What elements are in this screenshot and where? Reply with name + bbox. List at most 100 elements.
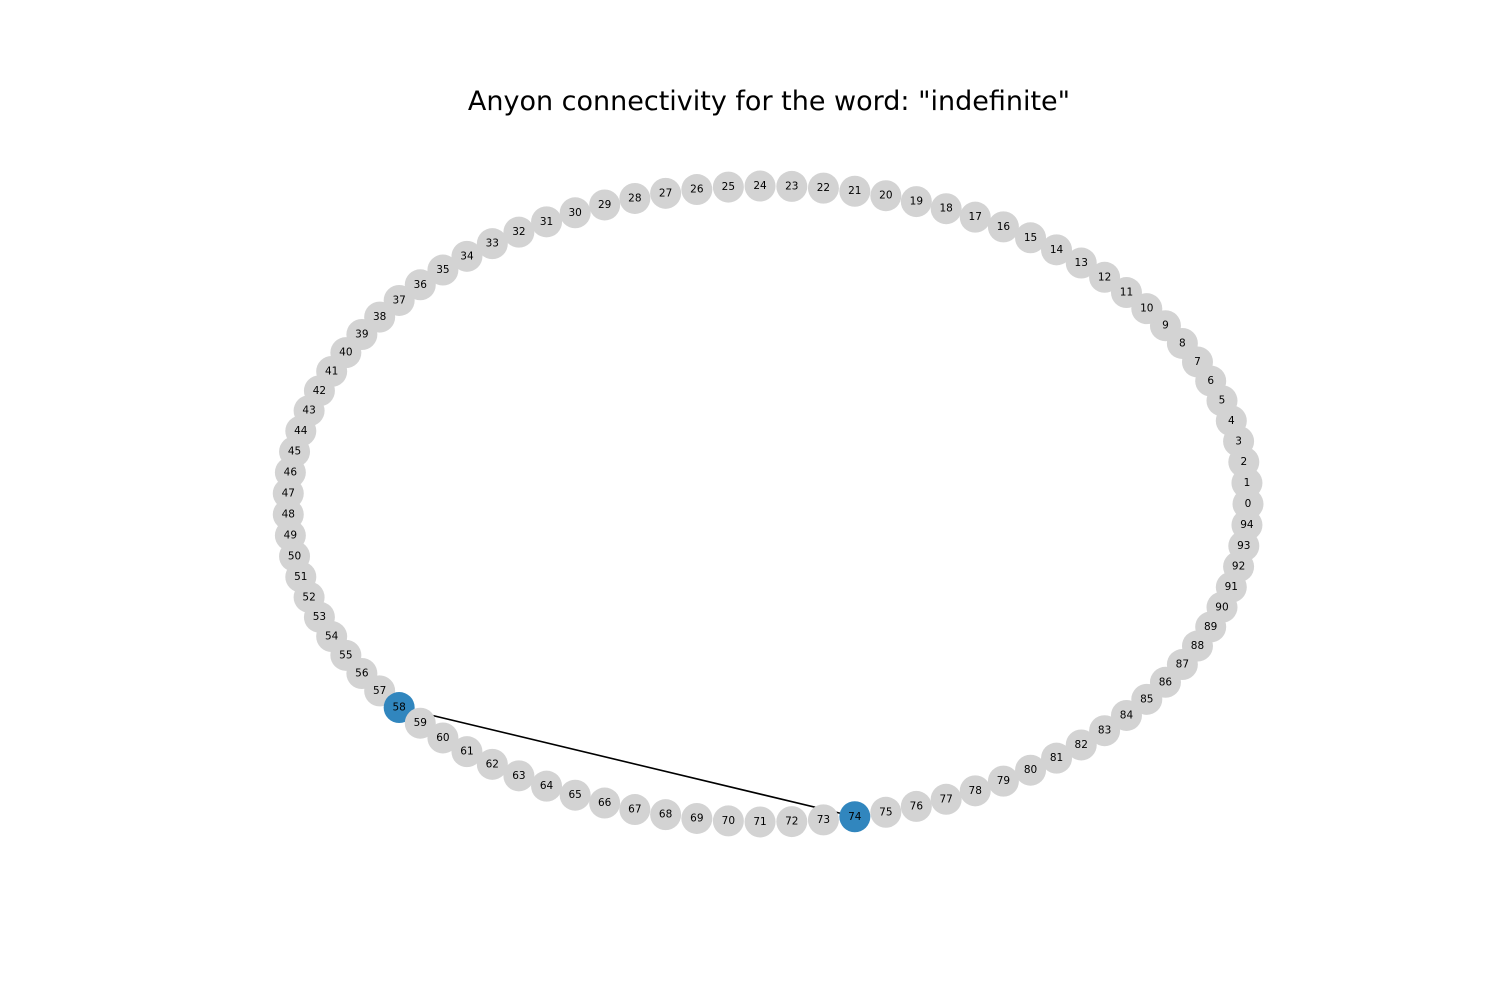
node-60: 60 <box>427 722 459 754</box>
node-circle <box>383 692 415 724</box>
node-label: 6 <box>1207 375 1214 387</box>
node-label: 92 <box>1232 561 1245 573</box>
node-label: 80 <box>1024 764 1037 776</box>
node-80: 80 <box>1015 754 1047 786</box>
node-circle <box>1089 715 1121 747</box>
node-label: 27 <box>659 187 672 199</box>
node-94: 94 <box>1231 509 1263 541</box>
node-label: 63 <box>512 770 525 782</box>
node-label: 23 <box>785 180 798 192</box>
node-circle <box>930 783 962 815</box>
node-label: 16 <box>997 221 1011 233</box>
node-label: 76 <box>910 800 924 812</box>
node-circle <box>744 170 776 202</box>
node-label: 71 <box>753 816 766 828</box>
node-66: 66 <box>589 787 621 819</box>
node-77: 77 <box>930 783 962 815</box>
node-label: 29 <box>598 199 611 211</box>
node-circle <box>451 736 483 768</box>
node-label: 65 <box>568 789 581 801</box>
node-circle <box>1065 247 1097 279</box>
node-27: 27 <box>650 177 682 209</box>
node-label: 4 <box>1228 415 1235 427</box>
node-circle <box>589 787 621 819</box>
node-label: 11 <box>1120 287 1133 299</box>
node-label: 36 <box>414 279 428 291</box>
node-circle <box>404 269 436 301</box>
node-label: 86 <box>1159 676 1173 688</box>
node-label: 60 <box>436 732 449 744</box>
node-25: 25 <box>712 171 744 203</box>
node-circle <box>900 790 932 822</box>
node-label: 12 <box>1098 271 1111 283</box>
node-label: 59 <box>414 717 427 729</box>
node-circle <box>451 240 483 272</box>
node-circle <box>839 801 871 833</box>
node-label: 47 <box>282 487 295 499</box>
node-12: 12 <box>1089 261 1121 293</box>
node-31: 31 <box>531 206 563 238</box>
node-label: 1 <box>1244 477 1251 489</box>
node-label: 57 <box>373 685 386 697</box>
node-label: 21 <box>848 185 861 197</box>
node-78: 78 <box>959 775 991 807</box>
node-label: 24 <box>753 180 767 192</box>
node-label: 48 <box>282 509 295 521</box>
node-23: 23 <box>776 170 808 202</box>
node-19: 19 <box>900 186 932 218</box>
node-label: 53 <box>313 611 326 623</box>
node-17: 17 <box>959 201 991 233</box>
node-circle <box>712 805 744 837</box>
node-circle <box>503 216 535 248</box>
node-11: 11 <box>1110 277 1142 309</box>
node-label: 84 <box>1120 709 1134 721</box>
node-24: 24 <box>744 170 776 202</box>
node-circle <box>476 748 508 780</box>
node-layer: 0123456789101112131415161718192021222324… <box>272 170 1264 838</box>
node-label: 87 <box>1176 659 1189 671</box>
node-circle <box>870 796 902 828</box>
node-label: 68 <box>659 809 672 821</box>
node-label: 22 <box>817 182 830 194</box>
node-circle <box>959 775 991 807</box>
node-58: 58 <box>383 692 415 724</box>
node-label: 62 <box>486 758 499 770</box>
node-label: 25 <box>722 181 735 193</box>
node-59: 59 <box>404 707 436 739</box>
node-label: 90 <box>1215 601 1228 613</box>
node-label: 38 <box>373 311 386 323</box>
node-label: 13 <box>1075 257 1088 269</box>
node-30: 30 <box>559 197 591 229</box>
node-circle <box>1041 234 1073 266</box>
node-label: 52 <box>302 591 315 603</box>
node-label: 20 <box>879 190 892 202</box>
node-74: 74 <box>839 801 871 833</box>
node-circle <box>1015 754 1047 786</box>
node-label: 51 <box>294 571 307 583</box>
node-label: 2 <box>1240 456 1247 468</box>
node-14: 14 <box>1041 234 1073 266</box>
node-circle <box>776 170 808 202</box>
node-circle <box>531 206 563 238</box>
node-circle <box>1110 277 1142 309</box>
node-68: 68 <box>650 799 682 831</box>
edge-58-74 <box>398 706 856 818</box>
node-15: 15 <box>1015 222 1047 254</box>
node-label: 10 <box>1140 303 1153 315</box>
node-13: 13 <box>1065 247 1097 279</box>
node-label: 67 <box>628 804 641 816</box>
node-circle <box>589 189 621 221</box>
node-circle <box>900 186 932 218</box>
node-label: 7 <box>1194 356 1201 368</box>
node-circle <box>712 171 744 203</box>
node-26: 26 <box>681 174 713 206</box>
node-label: 37 <box>392 294 405 306</box>
node-63: 63 <box>503 760 535 792</box>
node-83: 83 <box>1089 715 1121 747</box>
node-label: 18 <box>939 203 952 215</box>
node-circle <box>987 211 1019 243</box>
node-label: 66 <box>598 797 612 809</box>
node-29: 29 <box>589 189 621 221</box>
node-label: 75 <box>879 806 892 818</box>
node-label: 8 <box>1179 337 1186 349</box>
